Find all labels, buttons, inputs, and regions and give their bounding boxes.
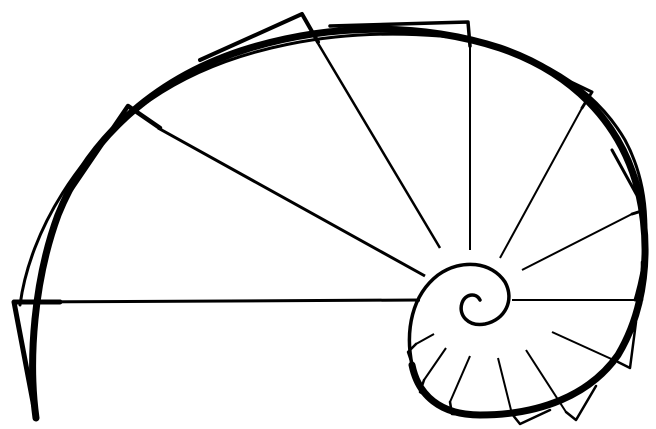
tread-line-1 xyxy=(14,300,420,302)
